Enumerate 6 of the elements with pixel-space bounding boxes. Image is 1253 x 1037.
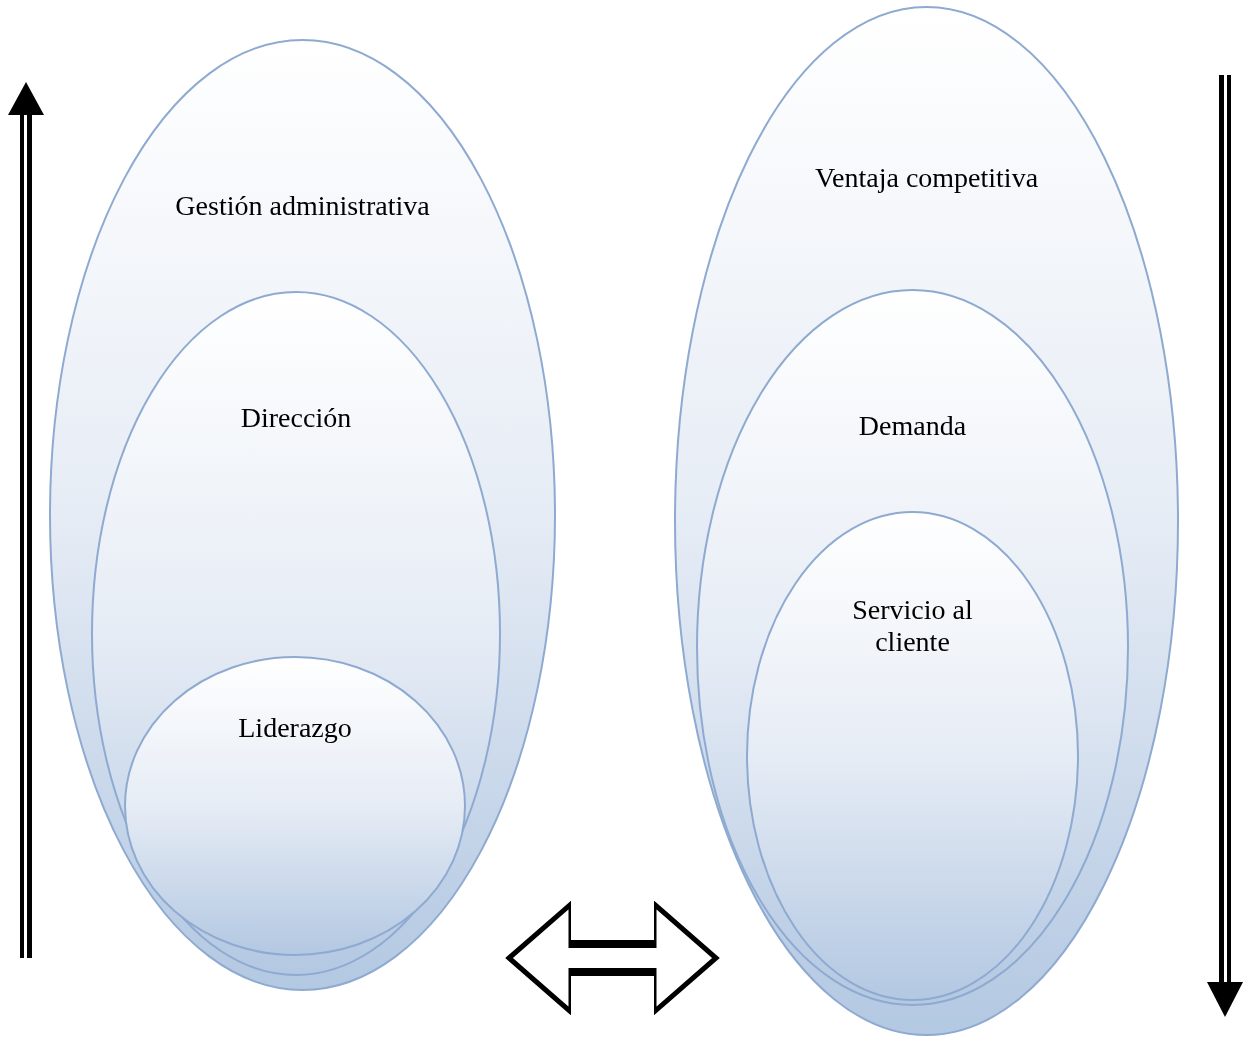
node-label: Servicio al cliente: [851, 594, 974, 658]
node-label: Ventaja competitiva: [813, 162, 1040, 194]
node-label: Liderazgo: [237, 712, 353, 744]
node-label: Dirección: [239, 402, 353, 434]
node-label: Demanda: [857, 410, 968, 442]
node-label: Gestión administrativa: [174, 190, 431, 222]
